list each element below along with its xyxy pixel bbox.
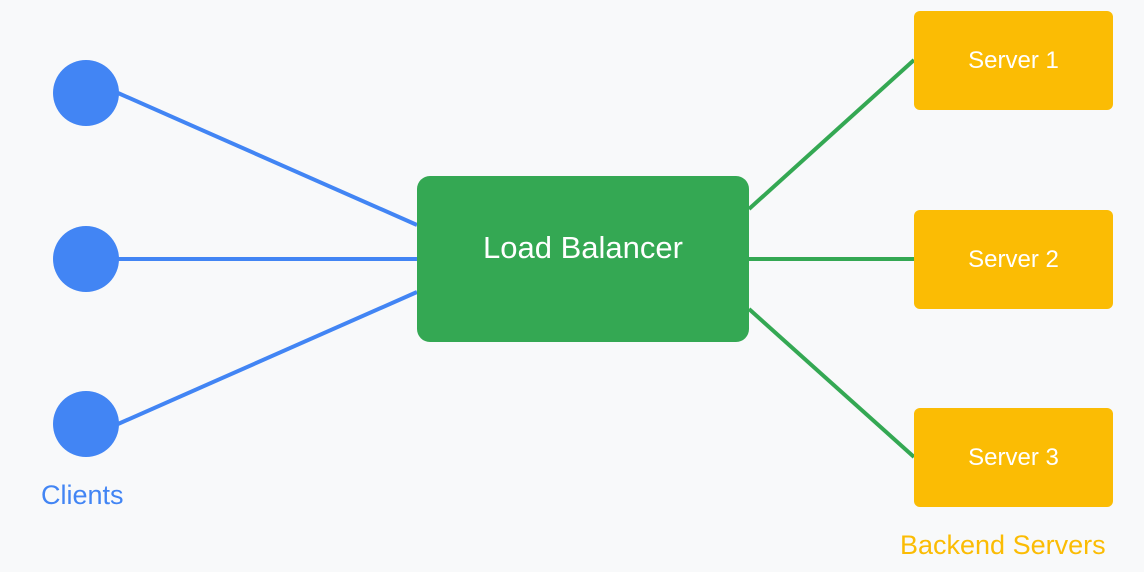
server-node-2: Server 2 <box>914 210 1113 309</box>
client-node-3 <box>53 391 119 457</box>
server-label: Server 3 <box>968 443 1059 471</box>
server-link-3 <box>747 307 916 459</box>
client-link-1 <box>117 91 418 227</box>
client-node-1 <box>53 60 119 126</box>
load-balancer-node: Load Balancer <box>417 176 749 342</box>
server-label: Server 1 <box>968 46 1059 74</box>
server-link-1 <box>747 58 916 211</box>
backend-servers-caption: Backend Servers <box>900 530 1106 560</box>
clients-caption: Clients <box>41 480 124 510</box>
server-node-1: Server 1 <box>914 11 1113 110</box>
load-balancer-label: Load Balancer <box>483 230 683 265</box>
server-label: Server 2 <box>968 245 1059 273</box>
client-node-2 <box>53 226 119 292</box>
client-link-3 <box>117 290 418 426</box>
server-node-3: Server 3 <box>914 408 1113 507</box>
